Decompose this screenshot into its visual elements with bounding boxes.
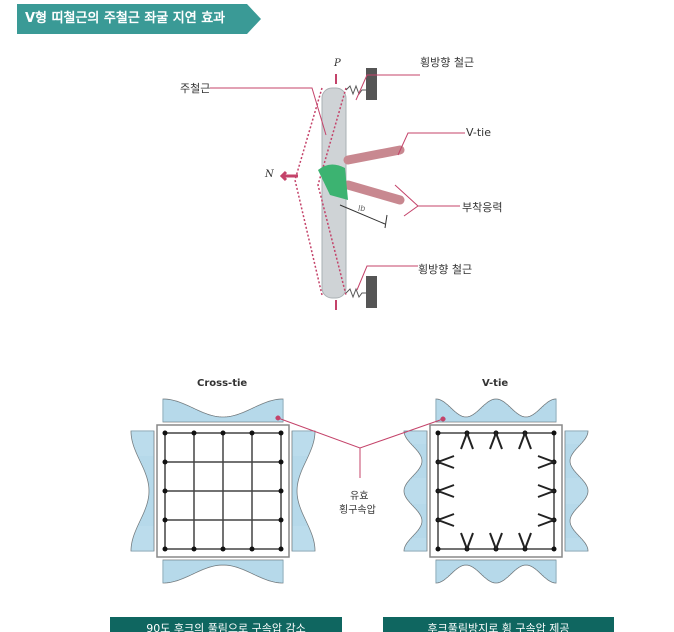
cross-tie-main-rebar bbox=[278, 459, 284, 465]
spring-top-icon bbox=[345, 84, 366, 96]
wall-bottom bbox=[366, 276, 377, 308]
v-tie-frame bbox=[429, 424, 563, 558]
right-caption: 후크풀림방지로 횡 구속압 제공 bbox=[383, 617, 614, 632]
cross-tie-main-rebar bbox=[278, 546, 284, 552]
vtie-lower-leg bbox=[343, 180, 405, 205]
label-lateral-rebar-bottom: 횡방향 철근 bbox=[418, 263, 473, 276]
v-tie-leg bbox=[460, 430, 474, 450]
v-tie-leg bbox=[537, 484, 557, 498]
spring-bottom-icon bbox=[345, 287, 366, 299]
v-tie-leg bbox=[537, 455, 557, 469]
leader-lines bbox=[210, 74, 465, 291]
cross-tie-main-rebar bbox=[191, 430, 197, 436]
center-label-2: 횡구속압 bbox=[339, 505, 376, 516]
label-n: N bbox=[265, 169, 274, 180]
label-bond-stress: 부착응력 bbox=[462, 201, 503, 214]
v-tie-leg bbox=[489, 430, 503, 450]
vtie-upper-leg bbox=[343, 145, 405, 165]
v-tie-leg bbox=[489, 532, 503, 552]
effective-pressure-leader bbox=[275, 415, 446, 478]
confinement-diagrams bbox=[130, 398, 589, 584]
buckling-line-outer bbox=[294, 87, 323, 296]
v-tie-main-rebar bbox=[551, 430, 557, 436]
center-label-1: 유효 bbox=[350, 491, 369, 502]
v-tie-leg bbox=[435, 513, 455, 527]
cross-tie-main-rebar bbox=[162, 546, 168, 552]
v-tie-leg bbox=[518, 430, 532, 450]
length-dimension bbox=[339, 204, 388, 229]
cross-tie-main-rebar bbox=[278, 488, 284, 494]
label-lateral-rebar-top: 횡방향 철근 bbox=[420, 56, 475, 69]
cross-tie-main-rebar bbox=[191, 546, 197, 552]
v-tie-leg bbox=[537, 513, 557, 527]
label-main-rebar: 주철근 bbox=[180, 82, 211, 95]
cross-tie-main-rebar bbox=[220, 430, 226, 436]
cross-tie-main-rebar bbox=[162, 517, 168, 523]
cross-tie-main-rebar bbox=[278, 430, 284, 436]
cross-tie-main-rebar bbox=[220, 546, 226, 552]
v-tie-leg bbox=[435, 455, 455, 469]
cross-tie-main-rebar bbox=[249, 546, 255, 552]
v-tie-leg bbox=[460, 532, 474, 552]
label-p: P bbox=[334, 58, 341, 69]
v-tie-leg bbox=[518, 532, 532, 552]
cross-tie-main-rebar bbox=[162, 488, 168, 494]
v-tie-main-rebar bbox=[435, 430, 441, 436]
cross-tie-main-rebar bbox=[249, 430, 255, 436]
force-arrow-icon bbox=[279, 170, 298, 182]
cross-tie-main-rebar bbox=[162, 459, 168, 465]
v-tie-main-rebar bbox=[435, 546, 441, 552]
right-section-title: V-tie bbox=[482, 378, 509, 389]
cross-tie-main-rebar bbox=[278, 517, 284, 523]
buckling-diagram bbox=[210, 68, 465, 310]
hook-clamp bbox=[318, 164, 348, 200]
wall-top bbox=[366, 68, 377, 100]
buckling-line-inner bbox=[317, 87, 347, 296]
v-tie-leg bbox=[435, 484, 455, 498]
label-vtie: V-tie bbox=[466, 126, 491, 139]
left-caption: 90도 후크의 풀림으로 구속압 감소 bbox=[110, 617, 342, 632]
v-tie-main-rebar bbox=[551, 546, 557, 552]
left-section-title: Cross-tie bbox=[197, 378, 248, 389]
title-banner: V형 띠철근의 주철근 좌굴 지연 효과 bbox=[17, 4, 261, 34]
label-lb: lb bbox=[358, 204, 366, 213]
cross-tie-main-rebar bbox=[162, 430, 168, 436]
